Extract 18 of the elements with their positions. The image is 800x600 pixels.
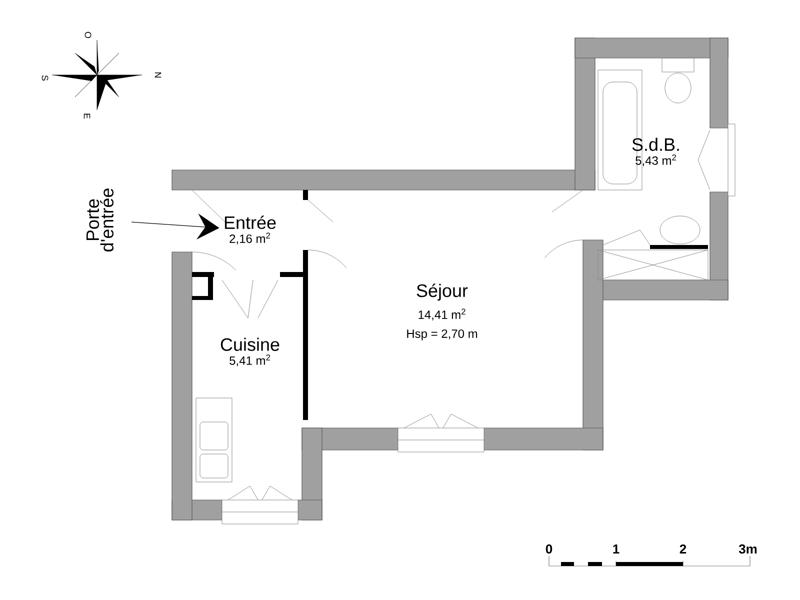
room-name: Cuisine (220, 338, 280, 351)
room-area: 2,16 m$^{2}$ (230, 232, 270, 244)
door-label: Porte d'entrée (86, 188, 114, 252)
compass-letter: E (84, 114, 90, 119)
scale-number: 3m (738, 544, 757, 554)
room-area: 5,41 m$^{2}$ (230, 354, 270, 366)
ceiling-height: Hsp = 2,70 m (407, 329, 478, 340)
compass-letter: S (42, 75, 48, 81)
room-name: Séjour (416, 284, 468, 301)
compass-letter: O (84, 32, 92, 38)
room-area: 14,41 m$^{2}$ (418, 308, 466, 320)
room-name: Entrée (224, 216, 276, 230)
scale-number: 2 (680, 544, 686, 554)
scale-number: 0 (546, 544, 552, 554)
room-area: 5,43 m$^{2}$ (636, 154, 676, 166)
room-name: S.d.B. (632, 138, 679, 151)
scale-number: 1 (613, 544, 620, 554)
compass-letter: N (154, 72, 162, 78)
